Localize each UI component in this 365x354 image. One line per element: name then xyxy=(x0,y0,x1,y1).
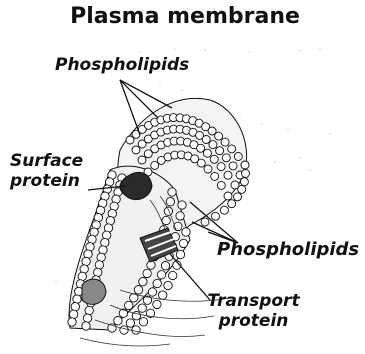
phospholipid-head xyxy=(209,141,217,149)
phospholipid-head xyxy=(169,271,177,279)
phospholipid-head xyxy=(94,268,102,276)
phospholipid-head xyxy=(126,319,134,327)
phospholipid-head xyxy=(215,132,223,140)
phospholipid-head xyxy=(69,310,77,318)
phospholipid-head xyxy=(164,281,172,289)
transport-protein-label: Transport protein xyxy=(196,292,311,331)
phospholipid-head xyxy=(176,212,184,220)
phospholipid-head xyxy=(68,318,76,326)
phospholipid-head xyxy=(238,185,246,193)
phospholipid-head xyxy=(217,163,225,171)
phospholipid-head xyxy=(221,138,229,146)
phospholipid-head xyxy=(162,216,170,224)
phospholipid-head xyxy=(217,181,225,189)
phospholipid-head xyxy=(211,172,219,180)
phospholipid-head xyxy=(201,218,209,226)
phospholipid-head xyxy=(210,155,218,163)
phospholipid-head xyxy=(143,269,151,277)
phospholipid-head xyxy=(159,291,167,299)
phospholipid-head xyxy=(168,188,176,196)
transport-protein-label-line1: Transport xyxy=(207,291,299,311)
phospholipid-head xyxy=(216,147,224,155)
phospholipid-head xyxy=(83,314,91,322)
phospholipid-head xyxy=(82,257,90,265)
surface-protein-label: Surface protein xyxy=(10,152,83,191)
phospholipid-head xyxy=(228,200,236,208)
phospholipid-head xyxy=(197,144,205,152)
phospholipid-head xyxy=(203,149,211,157)
phospholipid-head xyxy=(120,326,128,334)
phospholipid-head xyxy=(95,261,103,269)
phospholipid-head xyxy=(82,322,90,330)
phospholipid-head xyxy=(234,153,242,161)
phospholipid-head xyxy=(224,192,232,200)
phospholipid-head xyxy=(157,271,165,279)
phospholipid-head xyxy=(164,207,172,215)
phospholipid-head xyxy=(132,326,140,334)
surface-protein-label-line2: protein xyxy=(10,171,80,191)
phospholipid-head xyxy=(114,317,122,325)
phospholipid-head xyxy=(228,145,236,153)
phospholipid-head xyxy=(224,171,232,179)
surface-protein-label-line1: Surface xyxy=(10,151,83,171)
phospholipid-head xyxy=(179,239,187,247)
phospholipid-head xyxy=(202,136,210,144)
phospholipid-head xyxy=(197,159,205,167)
phospholipid-head xyxy=(220,206,228,214)
phospholipid-head xyxy=(222,154,230,162)
phospholipid-head xyxy=(176,250,184,258)
phospholipid-head xyxy=(138,304,146,312)
phospholipid-head xyxy=(148,288,156,296)
phospholipid-head xyxy=(240,178,248,186)
phospholipid-head xyxy=(242,170,250,178)
phospholipid-head xyxy=(139,318,147,326)
phospholipid-head xyxy=(166,198,174,206)
phospholipid-head xyxy=(178,201,186,209)
phospholipid-head xyxy=(182,228,190,236)
phospholipid-head xyxy=(85,306,93,314)
phospholipid-head xyxy=(78,272,86,280)
phospholipid-head xyxy=(97,253,105,261)
phospholipids-label-bottom: Phospholipids xyxy=(217,240,359,261)
phospholipid-head xyxy=(241,161,249,169)
phospholipid-head xyxy=(204,165,212,173)
phospholipid-head xyxy=(139,278,147,286)
phospholipid-head xyxy=(234,193,242,201)
phospholipid-head xyxy=(125,301,133,309)
phospholipid-head xyxy=(132,146,140,154)
phospholipid-head xyxy=(212,212,220,220)
phospholipid-head xyxy=(73,295,81,303)
phospholipid-head xyxy=(134,286,142,294)
phospholipid-head xyxy=(71,303,79,311)
phospholipid-head xyxy=(138,156,146,164)
phospholipid-head xyxy=(229,162,237,170)
phospholipid-head xyxy=(153,300,161,308)
phospholipid-head xyxy=(161,262,169,270)
phospholipids-label-top: Phospholipids xyxy=(55,56,189,76)
transport-protein-label-line2: protein xyxy=(219,311,289,331)
phospholipid-head xyxy=(153,279,161,287)
